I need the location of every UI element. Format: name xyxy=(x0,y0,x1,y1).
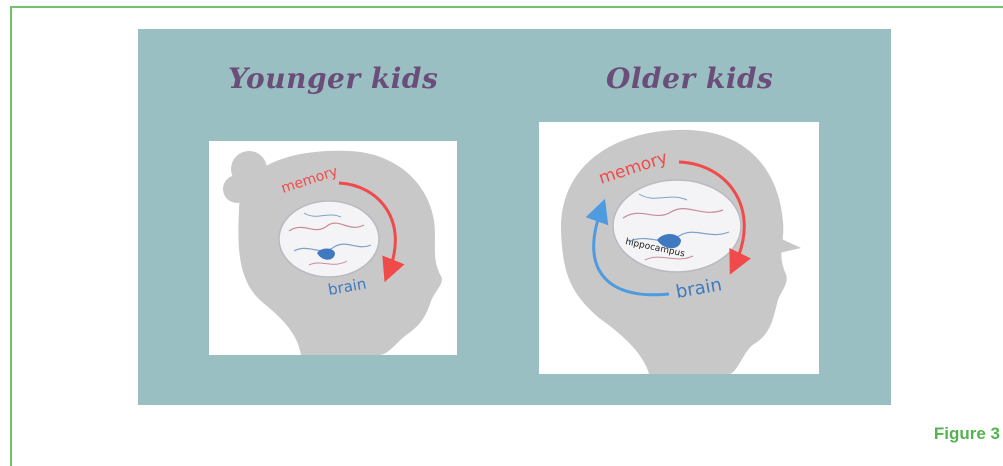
older-kid-illustration: hippocampus memory brain xyxy=(539,122,819,374)
older-kid-svg: hippocampus memory brain xyxy=(539,122,819,374)
younger-kid-svg: memory brain xyxy=(209,141,457,355)
brain-icon: hippocampus xyxy=(613,180,741,272)
younger-kids-heading: Younger kids xyxy=(228,62,438,95)
younger-kid-illustration: memory brain xyxy=(209,141,457,355)
figure-label: Figure 3 xyxy=(934,424,1000,444)
older-kids-heading: Older kids xyxy=(606,62,773,95)
brain-icon xyxy=(279,201,379,277)
